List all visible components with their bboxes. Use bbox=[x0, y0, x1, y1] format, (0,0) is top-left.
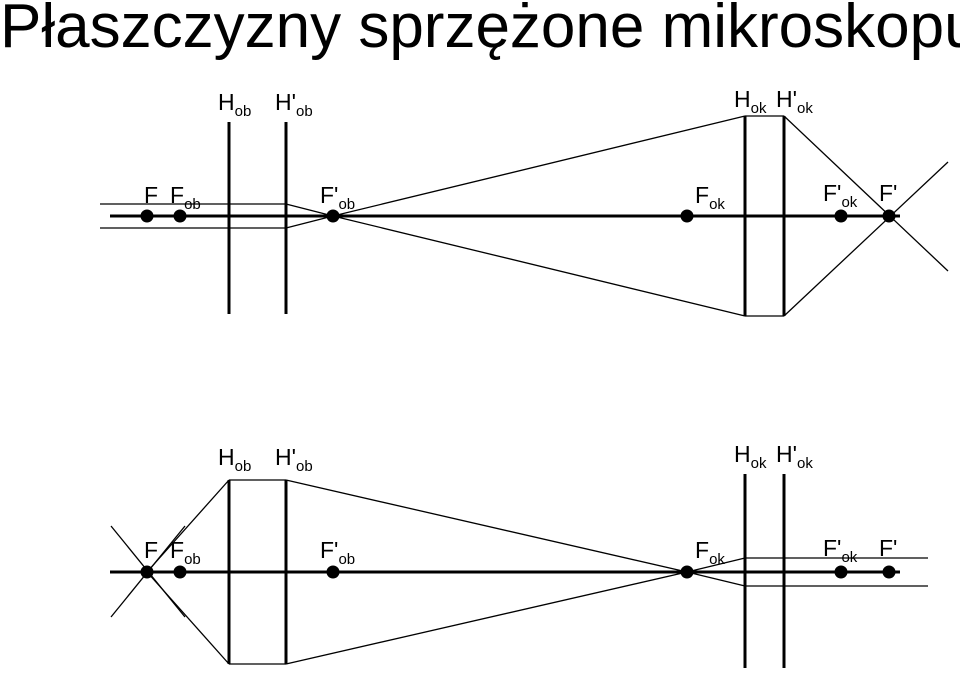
bottom-label-h-ok: Hok bbox=[734, 441, 767, 472]
top-label-h-ok: Hok bbox=[734, 86, 767, 117]
top-label-f-prime-ok: F'ok bbox=[823, 180, 858, 211]
top-point-f-ob bbox=[173, 209, 187, 223]
page-title: Płaszczyzny sprzężone mikroskopu bbox=[0, 0, 960, 61]
top-point-f-prime-ob bbox=[326, 209, 340, 223]
top-label-f-ok: Fok bbox=[695, 182, 725, 213]
bottom-label-f: F bbox=[144, 537, 158, 563]
top-label-f-prime-ob: F'ob bbox=[320, 182, 355, 213]
bottom-point-f bbox=[140, 565, 154, 579]
top-label-f-prime: F' bbox=[879, 180, 897, 206]
top-label-h-prime-ob: H'ob bbox=[275, 89, 313, 120]
top-point-f-prime bbox=[882, 209, 896, 223]
top-point-f-ok bbox=[680, 209, 694, 223]
top-diagram: Hob H'ob Hok H'ok F Fob F'ob Fok F'ok F' bbox=[100, 86, 949, 317]
bottom-point-f-ob bbox=[173, 565, 187, 579]
top-label-f: F bbox=[144, 182, 158, 208]
bottom-point-f-prime bbox=[882, 565, 896, 579]
top-label-h-ob: Hob bbox=[218, 89, 251, 120]
top-point-f-prime-ok bbox=[834, 209, 848, 223]
bottom-label-h-prime-ob: H'ob bbox=[275, 444, 313, 475]
bottom-label-f-prime-ob: F'ob bbox=[320, 537, 355, 568]
bottom-point-f-ok bbox=[680, 565, 694, 579]
top-point-f bbox=[140, 209, 154, 223]
bottom-label-h-ob: Hob bbox=[218, 444, 251, 475]
bottom-diagram: Hob H'ob Hok H'ok F Fob F'ob Fok F'ok F' bbox=[110, 441, 928, 668]
bottom-label-f-prime-ok: F'ok bbox=[823, 535, 858, 566]
top-rays bbox=[100, 115, 949, 317]
bottom-label-f-ok: Fok bbox=[695, 537, 725, 568]
bottom-label-h-prime-ok: H'ok bbox=[776, 441, 813, 472]
top-label-f-ob: Fob bbox=[170, 182, 201, 213]
top-label-h-prime-ok: H'ok bbox=[776, 86, 813, 117]
bottom-point-f-prime-ok bbox=[834, 565, 848, 579]
bottom-rays bbox=[110, 479, 928, 665]
bottom-point-f-prime-ob bbox=[326, 565, 340, 579]
bottom-label-f-prime: F' bbox=[879, 535, 897, 561]
bottom-label-f-ob: Fob bbox=[170, 537, 201, 568]
